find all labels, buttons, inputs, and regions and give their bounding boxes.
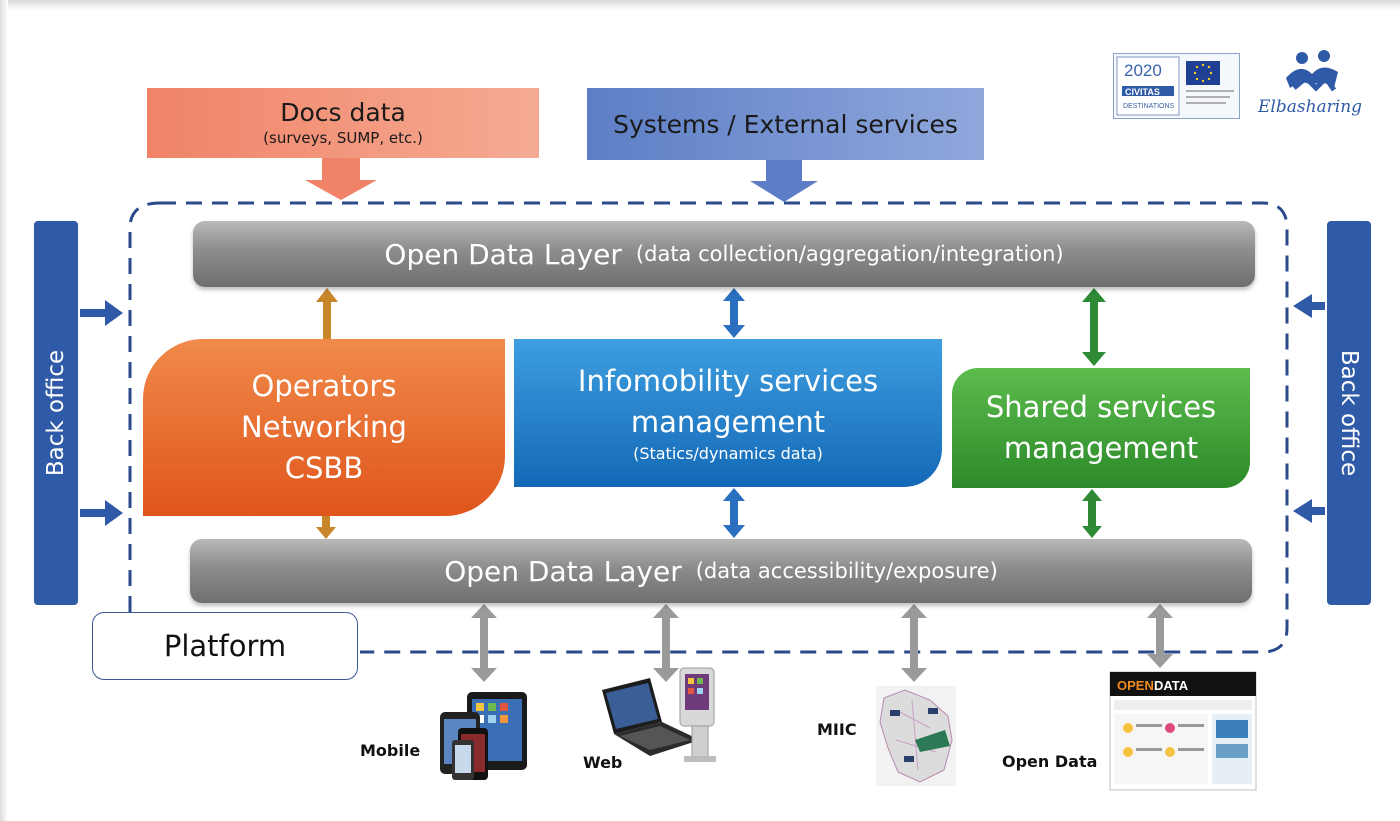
back-office-left-label: Back office [43,349,70,477]
shared-line-2: management [1003,431,1199,465]
info-upper-arrow [723,288,745,338]
layer-top-title: Open Data Layer [384,237,622,271]
elbasharing-logo: Elbasharing [1254,48,1374,120]
operators-networking-module: Operators Networking CSBB [143,339,505,516]
platform-label: Platform [163,629,287,663]
infomobility-module: Infomobility services management (Static… [514,339,942,487]
svg-text:Elbasharing: Elbasharing [1257,97,1362,117]
docs-data-subtitle: (surveys, SUMP, etc.) [263,129,423,147]
infomobility-subtitle: (Statics/dynamics data) [633,444,823,463]
miic-arrow [901,604,927,682]
svg-text:2020: 2020 [1124,61,1162,80]
systems-external-box: Systems / External services [587,88,984,160]
docs-down-arrow [305,158,377,200]
back-office-right: Back office [1327,221,1371,605]
layer-top-subtitle: (data collection/aggregation/integration… [635,242,1064,266]
mobile-devices-image [440,692,527,780]
web-label: Web [583,753,623,772]
open-data-layer-exposure: Open Data Layer (data accessibility/expo… [190,539,1252,603]
left-edge-shadow [0,0,8,821]
shared-services-module: Shared services management [952,368,1250,488]
info-lower-arrow [723,488,745,538]
operators-line-3: CSBB [284,451,364,485]
back-left-arrow-top [80,300,123,326]
open-data-banner-data: DATA [1154,678,1189,693]
web-arrow [653,604,679,682]
platform-box: Platform [92,612,358,680]
back-right-arrow-top [1293,294,1325,318]
systems-down-arrow [750,160,818,202]
infomobility-line-2: management [630,405,826,439]
shared-lower-arrow [1082,489,1102,538]
civitas-logo: 2020 CIVITAS DESTINATIONS [1113,53,1240,119]
web-devices-image [602,667,716,762]
layer-bottom-title: Open Data Layer [444,554,682,588]
docs-data-title: Docs data [280,98,406,127]
back-right-arrow-bottom [1293,499,1325,523]
miic-label: MIIC [817,720,857,739]
miic-map-image [876,686,956,786]
open-data-layer-collection: Open Data Layer (data collection/aggrega… [193,221,1255,287]
svg-text:CIVITAS: CIVITAS [1125,87,1160,97]
shared-upper-arrow [1082,288,1106,366]
open-data-label: Open Data [1002,752,1098,771]
operators-upper-arrow [316,288,338,358]
operators-line-1: Operators [251,369,397,403]
back-left-arrow-bottom [80,500,123,526]
open-data-banner-open: OPEN [1117,678,1154,693]
top-edge-shadow [0,0,1400,10]
mobile-label: Mobile [360,741,421,760]
back-office-right-label: Back office [1336,349,1363,477]
layer-bottom-subtitle: (data accessibility/exposure) [695,559,998,583]
svg-text:DESTINATIONS: DESTINATIONS [1123,103,1175,110]
platform-boundary [128,201,1289,654]
operators-line-2: Networking [241,410,407,444]
docs-data-box: Docs data (surveys, SUMP, etc.) [147,88,539,158]
systems-external-title: Systems / External services [613,109,958,139]
shared-line-1: Shared services [985,390,1217,424]
mobile-arrow [471,604,497,682]
back-office-left: Back office [34,221,78,605]
opendata-arrow [1147,604,1173,668]
open-data-image [1109,671,1257,791]
infomobility-line-1: Infomobility services [577,364,879,398]
